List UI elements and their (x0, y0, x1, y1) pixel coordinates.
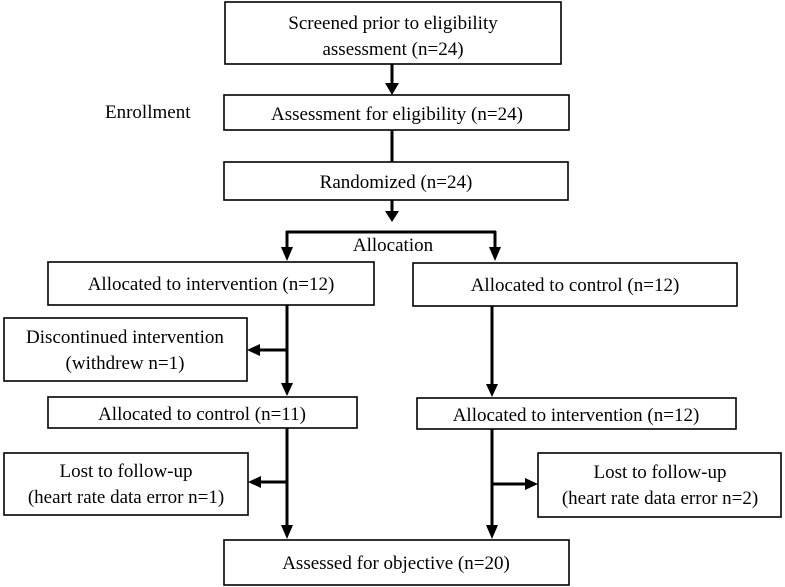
box-assessed: Assessed for objective (n=20) (223, 539, 570, 586)
box-randomized: Randomized (n=24) (223, 161, 569, 201)
box-discontinued: Discontinued intervention (withdrew n=1) (3, 317, 248, 382)
box-discontinued-line1: Discontinued intervention (26, 327, 224, 348)
arrowhead-second-intervention (486, 384, 498, 397)
arrowhead-second-control (281, 383, 293, 396)
arrowhead-alloc-intervention (281, 247, 293, 261)
arrowhead-lost-right (525, 478, 538, 490)
box-randomized-text: Randomized (n=24) (320, 172, 473, 193)
box-lost-right-line1: Lost to follow-up (594, 462, 727, 483)
enrollment-label: Enrollment (105, 102, 191, 123)
box-assessed-text: Assessed for objective (n=20) (282, 553, 510, 574)
box-discontinued-line2: (withdrew n=1) (66, 353, 185, 374)
box-screened-line2: assessment (n=24) (322, 39, 463, 60)
box-screened: Screened prior to eligibility assessment… (224, 1, 562, 65)
box-lost-right: Lost to follow-up (heart rate data error… (537, 452, 782, 518)
box-alloc-intervention-text: Allocated to intervention (n=12) (88, 274, 335, 295)
arrowhead-eligibility (385, 83, 399, 95)
box-screened-line1: Screened prior to eligibility (288, 13, 498, 34)
box-lost-left: Lost to follow-up (heart rate data error… (3, 452, 249, 516)
box-second-control: Allocated to control (n=11) (47, 396, 358, 429)
allocation-label: Allocation (353, 235, 434, 256)
box-lost-right-line2: (heart rate data error n=2) (562, 488, 758, 509)
arrowhead-split (385, 211, 399, 222)
arrowhead-assessed-left (281, 525, 293, 539)
box-second-intervention-text: Allocated to intervention (n=12) (453, 405, 700, 426)
box-lost-left-line2: (heart rate data error n=1) (28, 487, 224, 508)
box-second-control-text: Allocated to control (n=11) (98, 404, 306, 425)
box-lost-left-line1: Lost to follow-up (60, 461, 193, 482)
arrowhead-alloc-control (489, 247, 501, 261)
box-second-intervention: Allocated to intervention (n=12) (416, 397, 737, 430)
arrowhead-assessed-right (486, 525, 498, 539)
box-alloc-control-text: Allocated to control (n=12) (471, 275, 680, 296)
box-alloc-control: Allocated to control (n=12) (412, 262, 738, 307)
arrowhead-discontinued (247, 344, 260, 356)
connectors (247, 64, 538, 539)
box-alloc-intervention: Allocated to intervention (n=12) (47, 261, 375, 306)
box-eligibility: Assessment for eligibility (n=24) (223, 94, 570, 131)
box-eligibility-text: Assessment for eligibility (n=24) (271, 104, 523, 125)
arrowhead-lost-left (248, 476, 261, 488)
